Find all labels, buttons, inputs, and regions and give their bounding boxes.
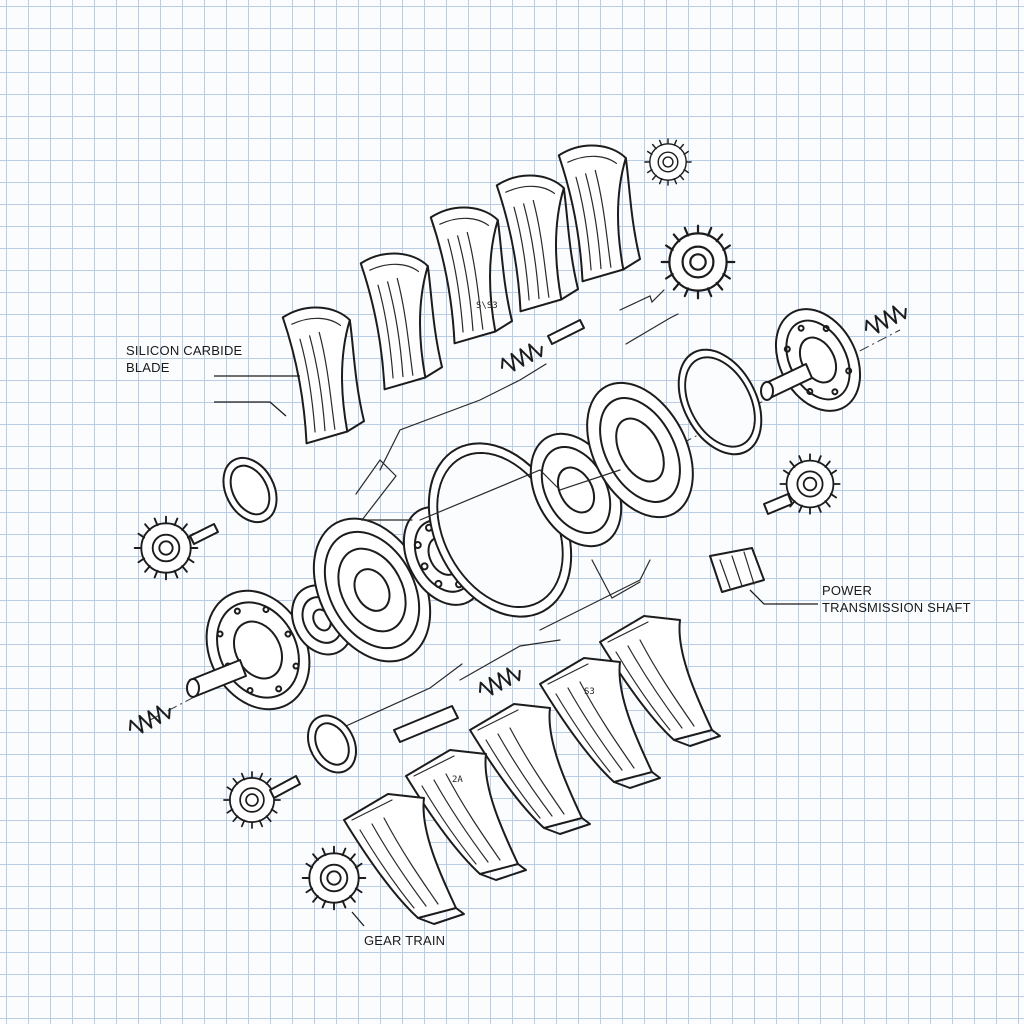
small-parts (125, 289, 911, 743)
gear-top-large (660, 224, 736, 300)
blade-upper-5 (280, 301, 367, 446)
blade-part-mark: S\S3 (476, 301, 498, 311)
blade-row-upper: S\S3 (280, 139, 643, 446)
gear-bottom-shaft (269, 775, 301, 799)
label-gear-train: GEAR TRAIN (364, 932, 445, 949)
pin-mid (393, 705, 459, 743)
loose-rings (222, 456, 357, 774)
blade-part-mark-2: S3 (584, 687, 595, 697)
clip-upper (619, 289, 679, 345)
blade-upper-4 (358, 247, 445, 392)
o-ring-left (222, 456, 278, 524)
label-shaft-line2: TRANSMISSION SHAFT (822, 600, 971, 615)
label-silicon-carbide-blade: SILICON CARBIDE BLADE (126, 342, 242, 376)
shaft-stub-right (760, 363, 813, 401)
o-ring-bottom (307, 714, 357, 774)
blade-upper-3 (428, 201, 515, 346)
spring-right (861, 300, 911, 339)
gear-bottom-mid (223, 771, 281, 829)
spring-left (125, 700, 175, 739)
gears (133, 138, 841, 911)
leader-blade-2 (214, 401, 287, 417)
hub-assembly (186, 308, 862, 711)
bracket-right (709, 547, 765, 593)
gear-left-shaft (189, 523, 219, 545)
label-gear-train-text: GEAR TRAIN (364, 933, 446, 948)
label-blade-line2: BLADE (126, 360, 170, 375)
linkage-wires (345, 363, 651, 727)
blade-upper-1 (556, 139, 643, 284)
label-power-transmission-shaft: POWER TRANSMISSION SHAFT (822, 582, 971, 616)
label-blade-line1: SILICON CARBIDE (126, 343, 243, 358)
spring-upper (497, 338, 547, 377)
leader-gear-train (351, 911, 365, 927)
gear-top-small (644, 138, 692, 186)
label-shaft-line1: POWER (822, 583, 873, 598)
gear-train-bottom (301, 845, 367, 911)
gear-right-shaft (763, 493, 793, 515)
leader-lines (214, 375, 818, 927)
seal-ring-right (677, 348, 763, 456)
spring-mid (475, 662, 525, 701)
blade-row-lower: S3 2A (343, 615, 721, 925)
housing-cup (586, 381, 694, 519)
flange-right (774, 308, 862, 412)
gear-left (133, 515, 199, 581)
blade-upper-2 (494, 169, 581, 314)
leader-shaft (749, 589, 818, 605)
blade-part-mark-3: 2A (452, 775, 463, 785)
shaft-stub-left (186, 659, 247, 698)
pin-upper (547, 319, 585, 345)
